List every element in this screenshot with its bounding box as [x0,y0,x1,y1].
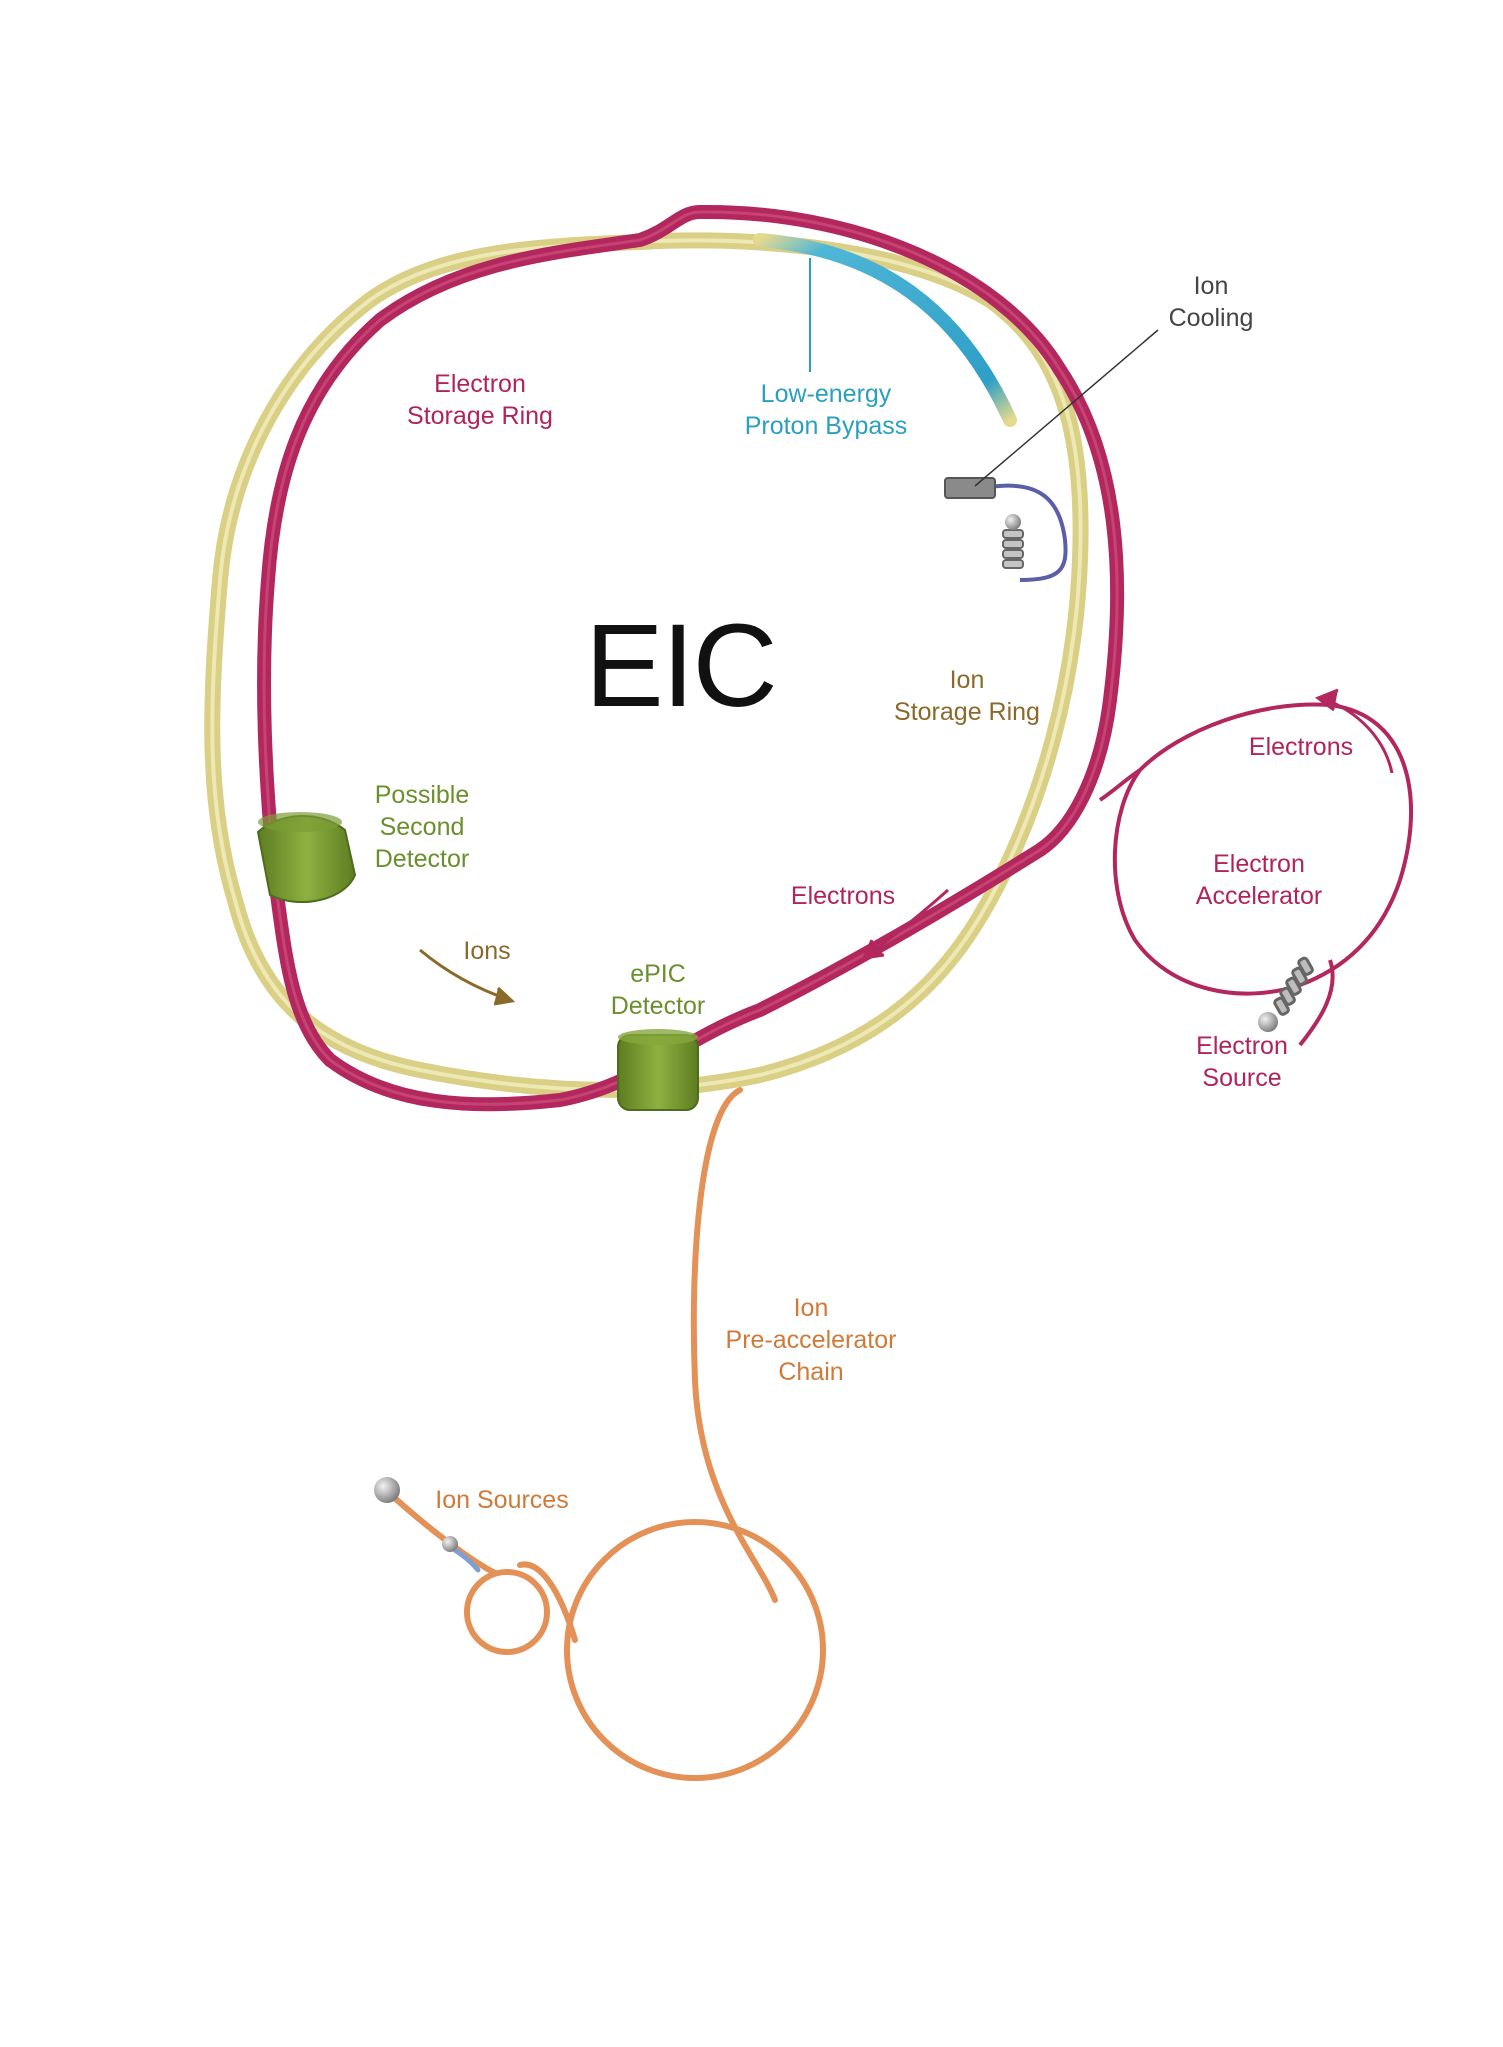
ion-cooling-leader [974,329,1159,487]
page-title: EIC [585,600,778,732]
electrons-ring-arrow [861,888,949,960]
possible-second-detector-shape [256,812,357,903]
label-electron-storage-ring: Electron Storage Ring [407,370,553,430]
ion-preaccelerator-chain [385,1087,826,1781]
label-epic-detector: ePIC Detector [610,960,706,1020]
low-energy-proton-bypass [753,233,1017,427]
label-ion-cooling: Ion Cooling [1168,272,1254,332]
label-electrons-accel: Electrons [1248,733,1354,761]
electron-accelerator [1098,702,1413,1047]
label-electrons-ring: Electrons [790,882,896,910]
label-electron-accelerator: Electron Accelerator [1195,850,1323,910]
label-electron-source: Electron Source [1196,1032,1288,1092]
electrons-accelerator-arrow [1314,688,1394,774]
ion-source-ball-small [442,1536,458,1552]
label-ion-storage-ring: Ion Storage Ring [894,666,1040,726]
epic-detector-shape [617,1029,699,1111]
label-ion-preaccelerator: Ion Pre-accelerator Chain [725,1294,897,1386]
ion-cooling-element [944,477,1068,582]
label-ions: Ions [463,937,511,965]
ions-arrow [419,948,516,1006]
ion-source-ball-large [374,1477,400,1503]
electron-source-ball [1258,1012,1278,1032]
label-low-energy-bypass: Low-energy Proton Bypass [744,380,908,440]
electron-source-coil [1273,956,1314,1016]
label-ion-sources: Ion Sources [435,1486,569,1514]
label-possible-second-detector: Possible Second Detector [374,781,470,873]
